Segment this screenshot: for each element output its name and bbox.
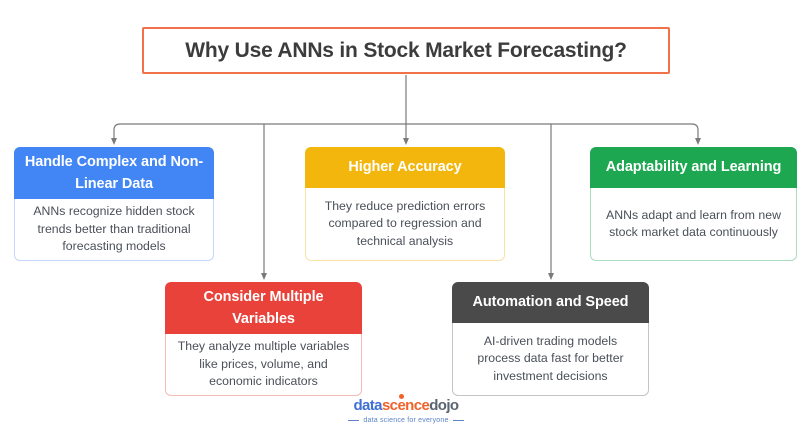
- card-adaptability-and-learning[interactable]: Adaptability and Learning ANNs adapt and…: [590, 147, 797, 261]
- arrowhead-blue: [111, 138, 117, 145]
- card-heading: Higher Accuracy: [305, 147, 505, 188]
- logo-part-sc: sc: [381, 397, 398, 414]
- logo-part-dojo: dojo: [429, 397, 459, 414]
- card-handle-complex-and-non-linear-data[interactable]: Handle Complex and Non-Linear Data ANNs …: [14, 147, 214, 261]
- logo-pin-icon: [399, 394, 405, 399]
- tagline-dash-right: [452, 420, 464, 421]
- logo-tagline: data science for everyone: [363, 417, 449, 424]
- arrowhead-dark: [548, 273, 554, 280]
- card-body: AI-driven trading models process data fa…: [452, 323, 649, 396]
- card-body: They reduce prediction errors compared t…: [305, 188, 505, 261]
- logo-wordmark: datascencedojo: [353, 394, 459, 414]
- card-body: They analyze multiple variables like pri…: [165, 334, 362, 396]
- card-body: ANNs recognize hidden stock trends bette…: [14, 199, 214, 261]
- logo-part-ience: ence: [397, 397, 430, 414]
- arrowhead-red: [261, 273, 267, 280]
- card-higher-accuracy[interactable]: Higher Accuracy They reduce prediction e…: [305, 147, 505, 261]
- card-automation-and-speed[interactable]: Automation and Speed AI-driven trading m…: [452, 282, 649, 396]
- card-heading: Automation and Speed: [452, 282, 649, 323]
- datasciencedojo-logo: datascencedojo data science for everyone: [0, 394, 812, 424]
- card-heading: Adaptability and Learning: [590, 147, 797, 188]
- tagline-dash-left: [348, 420, 360, 421]
- card-consider-multiple-variables[interactable]: Consider Multiple Variables They analyze…: [165, 282, 362, 396]
- logo-tagline-row: data science for everyone: [348, 417, 464, 424]
- page-title: Why Use ANNs in Stock Market Forecasting…: [185, 38, 627, 62]
- connector-branch-left: [113, 123, 121, 141]
- logo-part-data: data: [353, 397, 382, 414]
- card-heading: Consider Multiple Variables: [165, 282, 362, 334]
- card-heading: Handle Complex and Non-Linear Data: [14, 147, 214, 199]
- arrowhead-green: [695, 138, 701, 145]
- main-title-box: Why Use ANNs in Stock Market Forecasting…: [142, 27, 670, 74]
- card-body: ANNs adapt and learn from new stock mark…: [590, 188, 797, 261]
- arrowhead-yellow: [403, 138, 409, 145]
- connector-branch-right: [691, 123, 699, 141]
